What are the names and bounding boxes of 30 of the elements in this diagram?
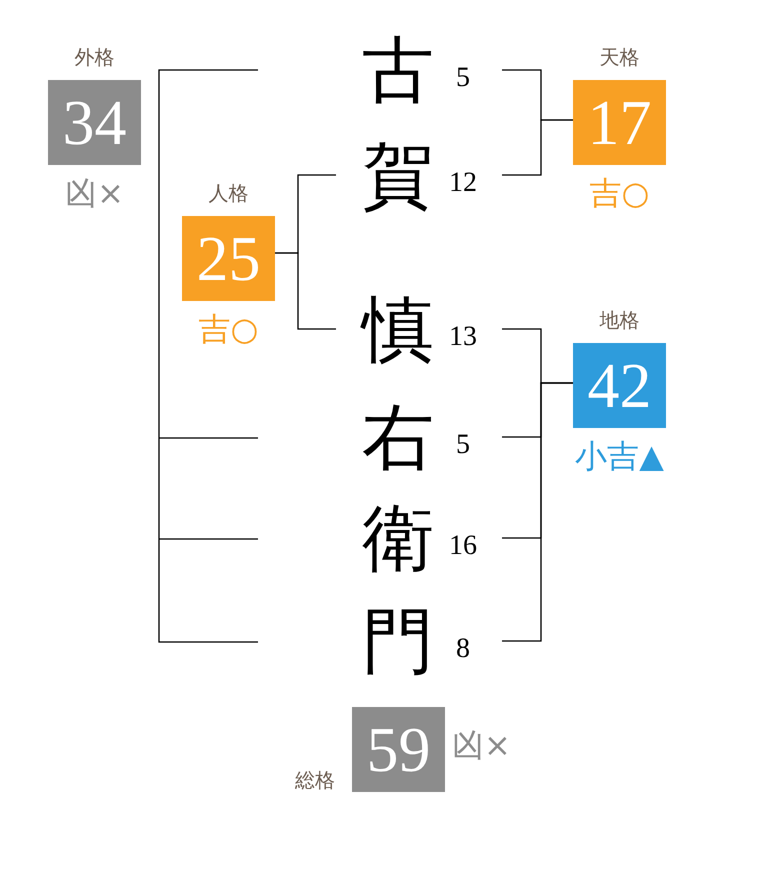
score-number: 17	[588, 90, 652, 154]
name-character: 賀	[362, 139, 434, 211]
fortune-label: 凶×	[452, 727, 511, 763]
connector-line	[502, 119, 573, 176]
name-character: 門	[362, 605, 434, 677]
fortune-label: 吉○	[198, 311, 258, 347]
stroke-count: 16	[449, 531, 477, 561]
stroke-count: 13	[449, 322, 477, 352]
category-label: 外格	[74, 45, 114, 69]
category-label: 総格	[295, 768, 335, 792]
fortune-label: 凶×	[65, 175, 124, 211]
name-character: 古	[362, 34, 434, 106]
name-character: 衛	[362, 502, 434, 574]
stroke-count: 5	[456, 430, 470, 460]
category-label: 地格	[600, 308, 640, 332]
score-number: 25	[196, 226, 260, 290]
fortune-label: 小吉▲	[575, 438, 664, 474]
connector-line	[502, 382, 573, 642]
name-character: 慎	[362, 293, 434, 365]
connector-line	[275, 252, 336, 330]
score-number: 34	[62, 90, 126, 154]
category-label: 人格	[208, 181, 248, 205]
category-label: 天格	[600, 45, 640, 69]
stroke-count: 12	[449, 168, 477, 198]
fortune-label: 吉○	[590, 175, 650, 211]
stroke-count: 5	[456, 63, 470, 93]
stroke-count: 8	[456, 634, 470, 664]
score-number: 42	[588, 354, 652, 418]
score-number: 59	[366, 718, 430, 782]
name-character: 右	[362, 401, 434, 473]
